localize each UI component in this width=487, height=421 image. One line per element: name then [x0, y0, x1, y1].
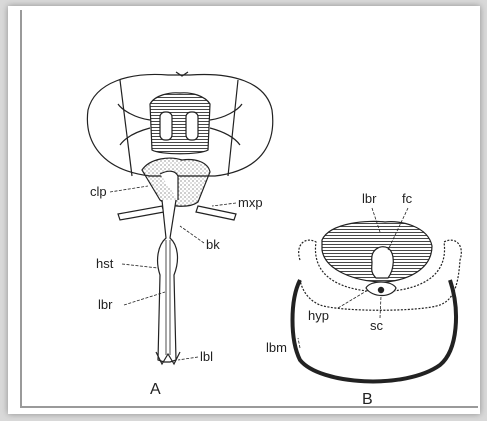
proboscis	[158, 200, 178, 362]
label-clp: clp	[90, 184, 107, 199]
panel-a-title: A	[150, 381, 161, 398]
salivary-canal	[378, 287, 383, 292]
label-lbr-b: lbr	[362, 191, 377, 206]
label-hyp: hyp	[308, 308, 329, 323]
maxillary-palp-right	[196, 206, 236, 220]
eye-left-border	[120, 80, 132, 176]
panel-b-title: B	[362, 391, 373, 408]
label-fc: fc	[402, 191, 413, 206]
antenna-socket-left	[160, 112, 172, 140]
frons	[150, 93, 210, 154]
label-sc: sc	[370, 318, 384, 333]
eye-right-border	[228, 80, 238, 176]
antenna-socket-right	[186, 112, 198, 140]
label-mxp: mxp	[238, 195, 263, 210]
panel-b-drawing	[293, 208, 462, 381]
label-bk: bk	[206, 237, 220, 252]
label-lbm: lbm	[266, 340, 287, 355]
maxillary-palp-left	[118, 206, 164, 220]
label-lbl: lbl	[200, 349, 213, 364]
label-hst: hst	[96, 256, 114, 271]
label-lbr-a: lbr	[98, 297, 113, 312]
food-canal	[372, 247, 394, 278]
panel-a-drawing	[87, 72, 272, 364]
